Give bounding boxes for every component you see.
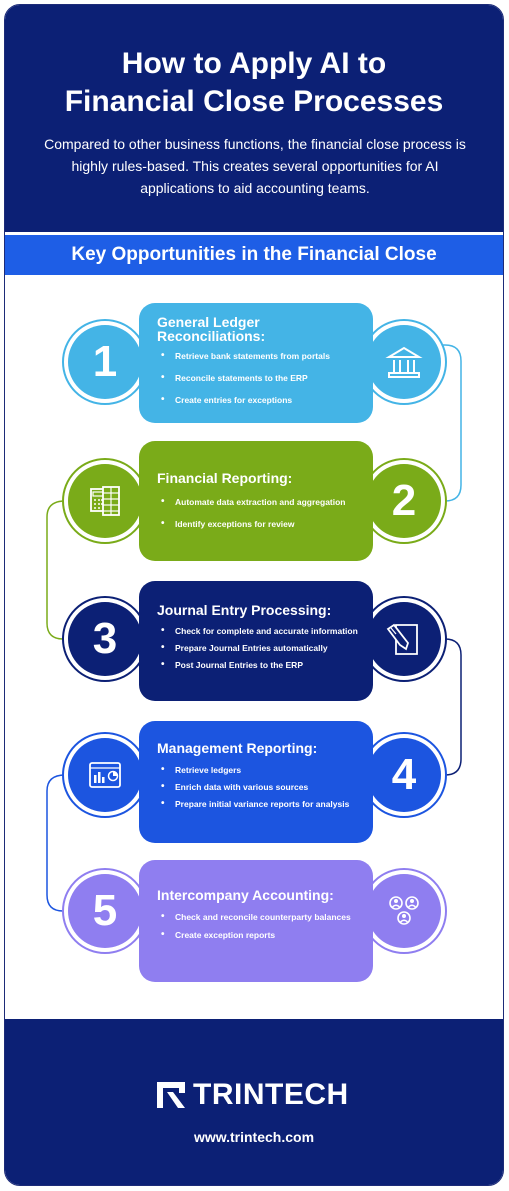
- step-4-title: Management Reporting:: [157, 740, 318, 756]
- step-2-title: Financial Reporting:: [157, 470, 293, 486]
- step-4-icon-disc: [68, 738, 142, 812]
- step-2-badge: 2: [367, 464, 441, 538]
- brand-logo[interactable]: TRINTECH: [155, 1077, 349, 1113]
- step-1-title: General Ledger Reconciliations:: [157, 314, 266, 344]
- step-5-bullets: Check and reconcile counterparty balance…: [157, 912, 359, 940]
- step-3-icon-disc: [367, 602, 441, 676]
- step-2-number: 2: [391, 476, 417, 525]
- step-1-card: General Ledger Reconciliations: Retrieve…: [139, 303, 373, 423]
- step-3-bullet-2: Prepare Journal Entries automatically: [157, 643, 359, 653]
- step-1-number: 1: [92, 337, 118, 386]
- step-3-bullet-3: Post Journal Entries to the ERP: [157, 660, 359, 670]
- step-5-card: Intercompany Accounting: Check and recon…: [139, 860, 373, 982]
- section-heading: Key Opportunities in the Financial Close: [71, 244, 437, 265]
- step-2-icon-disc: [68, 464, 142, 538]
- step-4-bullets: Retrieve ledgers Enrich data with variou…: [157, 765, 359, 809]
- step-4-card: Management Reporting: Retrieve ledgers E…: [139, 721, 373, 843]
- step-1-icon-disc: [367, 325, 441, 399]
- page-title: How to Apply AI to Financial Close Proce…: [5, 45, 503, 121]
- step-1-bullet-1: Retrieve bank statements from portals: [157, 351, 359, 361]
- spreadsheet-icon: [90, 486, 120, 516]
- step-5-bullet-2: Create exception reports: [157, 930, 359, 940]
- bank-icon: [385, 346, 423, 378]
- header: How to Apply AI to Financial Close Proce…: [5, 5, 503, 232]
- step-3-bullets: Check for complete and accurate informat…: [157, 626, 359, 670]
- step-4-number: 4: [391, 750, 417, 799]
- trintech-logo-icon: [157, 1082, 185, 1108]
- document-pen-icon: [386, 623, 418, 655]
- step-1-bullet-2: Reconcile statements to the ERP: [157, 373, 359, 383]
- subtitle: Compared to other business functions, th…: [44, 136, 466, 196]
- step-2-card: Financial Reporting: Automate data extra…: [139, 441, 373, 561]
- step-3-badge: 3: [68, 602, 142, 676]
- infographic: How to Apply AI to Financial Close Proce…: [4, 4, 504, 1186]
- step-3-bullet-1: Check for complete and accurate informat…: [157, 626, 359, 636]
- step-2-bullet-1: Automate data extraction and aggregation: [157, 497, 359, 507]
- footer: TRINTECH www.trintech.com: [5, 1019, 503, 1185]
- step-4-bullet-3: Prepare initial variance reports for ana…: [157, 799, 359, 809]
- step-1-bullets: Retrieve bank statements from portals Re…: [157, 351, 359, 405]
- title-line-1: How to Apply AI to: [121, 47, 387, 80]
- step-5-badge: 5: [68, 874, 142, 948]
- step-4-bullet-2: Enrich data with various sources: [157, 782, 359, 792]
- step-5-icon-disc: [367, 874, 441, 948]
- step-5-title: Intercompany Accounting:: [157, 887, 334, 903]
- title-line-2: Financial Close Processes: [64, 85, 444, 118]
- step-1-badge: 1: [68, 325, 142, 399]
- step-3-number: 3: [92, 614, 118, 663]
- step-5-number: 5: [92, 886, 118, 935]
- step-5-bullet-1: Check and reconcile counterparty balance…: [157, 912, 359, 922]
- step-4-badge: 4: [367, 738, 441, 812]
- step-3-card: Journal Entry Processing: Check for comp…: [139, 581, 373, 701]
- step-4-bullet-1: Retrieve ledgers: [157, 765, 359, 775]
- brand-name: TRINTECH: [193, 1078, 349, 1111]
- step-1-bullet-3: Create entries for exceptions: [157, 395, 359, 405]
- section-band: Key Opportunities in the Financial Close: [5, 235, 503, 275]
- website-link[interactable]: www.trintech.com: [193, 1129, 315, 1145]
- dashboard-icon: [89, 762, 121, 788]
- step-2-bullets: Automate data extraction and aggregation…: [157, 497, 359, 529]
- people-network-icon: [389, 896, 419, 925]
- step-2-bullet-2: Identify exceptions for review: [157, 519, 359, 529]
- step-3-title: Journal Entry Processing:: [157, 602, 332, 618]
